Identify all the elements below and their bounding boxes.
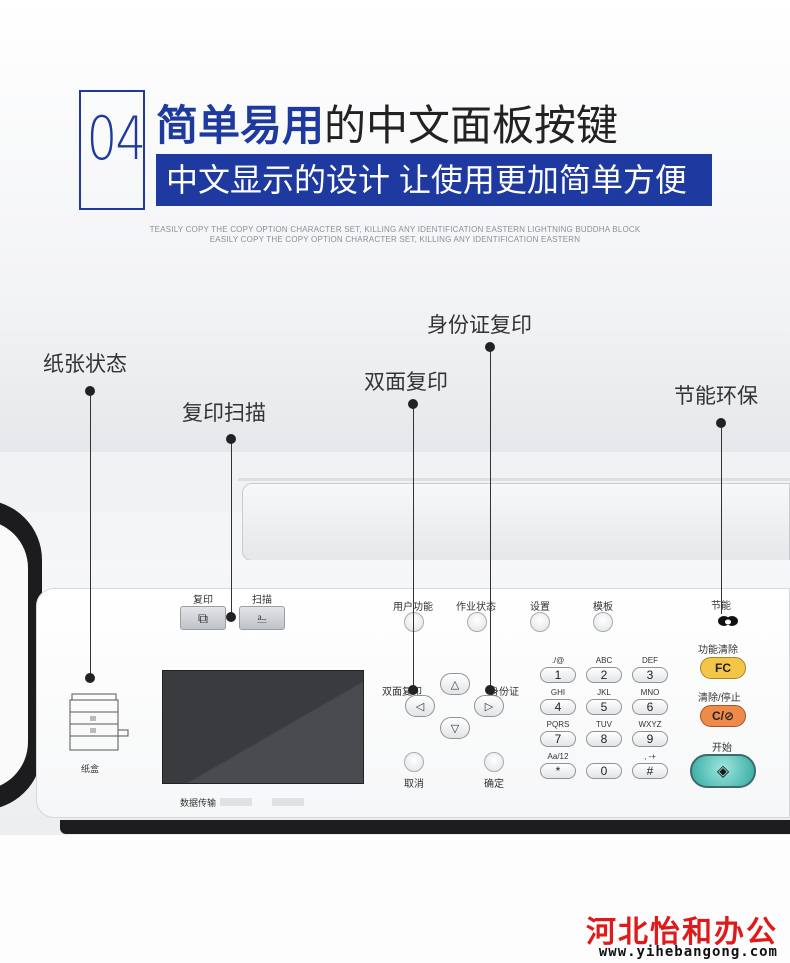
key-caption: DEF — [642, 656, 658, 665]
tagline-line-2: EASILY COPY THE COPY OPTION CHARACTER SE… — [209, 235, 581, 244]
up-arrow-icon: △ — [450, 678, 460, 691]
func-clear-label: 功能清除 — [698, 645, 738, 656]
callout-dot-id-bottom — [485, 685, 495, 695]
key-caption: ./@ — [551, 656, 565, 665]
callout-dot-id-top — [485, 342, 495, 352]
key-6[interactable]: 6 — [632, 699, 668, 715]
footer-area — [0, 835, 790, 963]
copy-button[interactable]: ⧉ — [180, 606, 226, 630]
start-icon: ◈ — [716, 763, 730, 780]
key-caption: GHI — [550, 688, 566, 697]
key-8[interactable]: 8 — [586, 731, 622, 747]
key-caption: TUV — [596, 720, 612, 729]
key-5[interactable]: 5 — [586, 699, 622, 715]
output-paper — [0, 520, 28, 790]
scan-button[interactable]: ⎁ — [239, 606, 285, 630]
clear-stop-button[interactable]: C/⊘ — [700, 705, 746, 727]
callout-copy-scan: 复印扫描 — [182, 402, 266, 425]
key-hash[interactable]: # — [632, 763, 668, 779]
section-badge — [79, 90, 145, 210]
key-caption: , -+ — [644, 752, 656, 761]
key-4[interactable]: 4 — [540, 699, 576, 715]
key-caption: JKL — [597, 688, 611, 697]
template-button[interactable] — [593, 612, 613, 632]
callout-dot-copy-scan-bottom — [226, 612, 236, 622]
brand-name: 河北怡和办公 — [586, 916, 778, 949]
eco-leaf-icon[interactable] — [717, 612, 739, 628]
key-caption: ABC — [595, 656, 613, 665]
callout-line-copy-scan — [231, 440, 232, 616]
scanner-lid — [242, 483, 790, 561]
scan-icon: ⎁ — [256, 609, 268, 626]
title-rest: 的中文面板按键 — [324, 102, 619, 149]
job-status-label: 作业状态 — [456, 602, 496, 613]
nav-down-button[interactable]: ▽ — [440, 717, 470, 739]
key-1[interactable]: 1 — [540, 667, 576, 683]
key-caption: Aa/12 — [547, 752, 569, 761]
status-indicator — [272, 798, 304, 806]
down-arrow-icon: ▽ — [450, 722, 460, 735]
settings-button[interactable] — [530, 612, 550, 632]
data-transfer-label: 数据传输 — [180, 798, 217, 808]
copy-icon: ⧉ — [198, 609, 208, 626]
callout-id-copy: 身份证复印 — [427, 314, 532, 337]
settings-label: 设置 — [530, 602, 550, 613]
copy-label: 复印 — [193, 595, 213, 606]
user-func-button[interactable] — [404, 612, 424, 632]
paper-tray-icon — [69, 693, 129, 751]
nav-right-button[interactable]: ▷ — [474, 695, 504, 717]
panel-bottom-edge — [60, 820, 790, 834]
key-0[interactable]: 0 — [586, 763, 622, 779]
clear-stop-label: 清除/停止 — [698, 693, 741, 704]
callout-paper-status: 纸张状态 — [43, 353, 127, 376]
key-9[interactable]: 9 — [632, 731, 668, 747]
scan-label: 扫描 — [252, 595, 272, 606]
confirm-label: 确定 — [484, 779, 504, 790]
template-label: 模板 — [593, 602, 613, 613]
key-star[interactable]: * — [540, 763, 576, 779]
id-card-label: 身份证 — [489, 687, 519, 698]
section-number: 04 — [86, 104, 146, 174]
data-indicator — [220, 798, 252, 806]
nav-up-button[interactable]: △ — [440, 673, 470, 695]
job-status-button[interactable] — [467, 612, 487, 632]
key-caption: WXYZ — [638, 720, 662, 729]
callout-dot-paper-bottom — [85, 673, 95, 683]
callout-eco: 节能环保 — [674, 385, 758, 408]
duplex-label: 双面复印 — [382, 687, 422, 698]
cancel-button[interactable] — [404, 752, 424, 772]
confirm-button[interactable] — [484, 752, 504, 772]
func-clear-button[interactable]: FC — [700, 657, 746, 679]
background-wall — [0, 330, 790, 470]
callout-line-duplex — [413, 405, 414, 690]
key-caption: PQRS — [546, 720, 570, 729]
start-button[interactable]: ◈ — [690, 754, 756, 788]
callout-dot-eco — [716, 418, 726, 428]
nav-left-button[interactable]: ◁ — [405, 695, 435, 717]
lcd-screen — [162, 670, 364, 784]
key-7[interactable]: 7 — [540, 731, 576, 747]
cancel-label: 取消 — [404, 779, 424, 790]
callout-dot-duplex-bottom — [408, 685, 418, 695]
right-arrow-icon: ▷ — [484, 700, 494, 713]
key-3[interactable]: 3 — [632, 667, 668, 683]
title-bold: 简单易用 — [156, 102, 325, 149]
scanner-edge — [238, 478, 790, 481]
tagline-line-1: TEASILY COPY THE COPY OPTION CHARACTER S… — [149, 225, 641, 234]
key-2[interactable]: 2 — [586, 667, 622, 683]
callout-line-paper — [90, 392, 91, 678]
callout-line-id — [490, 348, 491, 690]
callout-line-eco — [721, 424, 722, 614]
start-label: 开始 — [712, 743, 732, 754]
subtitle: 中文显示的设计 让使用更加简单方便 — [156, 154, 712, 206]
left-arrow-icon: ◁ — [415, 700, 425, 713]
tray-label: 纸盒 — [81, 764, 100, 774]
page-title: 简单易用的中文面板按键 — [156, 92, 618, 153]
callout-dot-copy-scan-top — [226, 434, 236, 444]
callout-duplex: 双面复印 — [364, 371, 448, 394]
brand-url[interactable]: www.yihebangong.com — [598, 944, 778, 960]
key-caption: MNO — [640, 688, 660, 697]
callout-dot-duplex-top — [408, 399, 418, 409]
callout-dot-paper-top — [85, 386, 95, 396]
